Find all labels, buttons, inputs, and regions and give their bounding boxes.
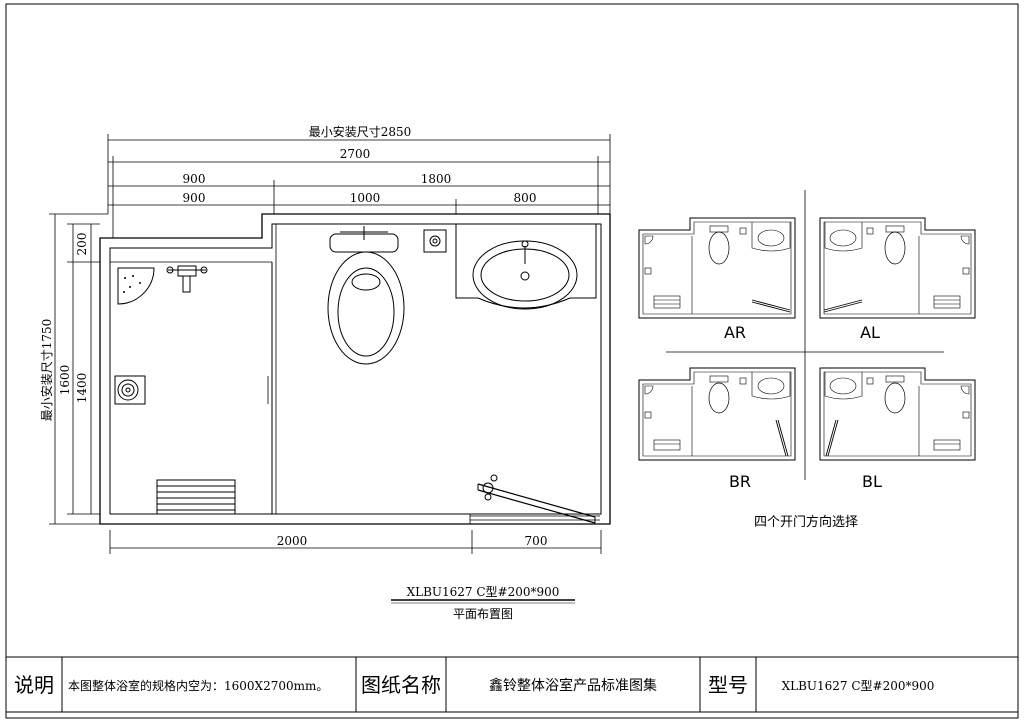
title-block: 说明 本图整体浴室的规格内空为：1600X2700mm。 图纸名称 鑫铃整体浴室… (14, 657, 934, 712)
model-caption: XLBU1627 C型#200*900 (407, 585, 560, 599)
dim-left-1400: 1400 (75, 373, 89, 404)
dim-mid-1000: 1000 (350, 191, 381, 205)
door-icon (469, 474, 600, 524)
dim-bottom-700: 700 (525, 534, 548, 548)
dim-left-200: 200 (75, 233, 89, 256)
dimension-lines-bottom (109, 530, 602, 554)
sheet-border (5, 3, 1019, 719)
option-label-br: BR (729, 472, 751, 491)
model-label: 型号 (708, 673, 748, 697)
dim-left-900-a: 900 (183, 172, 206, 186)
option-ar-plan (638, 217, 796, 319)
basin-icon (455, 224, 597, 310)
option-al-plan (819, 217, 976, 319)
dim-total-width: 2700 (340, 147, 371, 161)
toilet-icon (327, 226, 405, 365)
option-br-plan (638, 367, 796, 461)
dim-min-install-width: 最小安装尺寸2850 (309, 124, 412, 139)
outer-wall (99, 213, 611, 525)
dim-left-900-b: 900 (183, 191, 206, 205)
dim-bottom-2000: 2000 (277, 534, 308, 548)
shower-bench-icon (156, 479, 236, 515)
door-options: AR AL BR BL 四个开门方向选择 (638, 190, 976, 530)
dim-right-800: 800 (514, 191, 537, 205)
dimension-lines-left (49, 213, 108, 525)
option-bl-plan (819, 367, 976, 461)
plan-caption: 平面布置图 (453, 607, 513, 621)
desc-text: 本图整体浴室的规格内空为：1600X2700mm。 (68, 678, 328, 693)
floor-drain-icon (114, 375, 146, 405)
dimension-lines-top (107, 134, 611, 238)
shower-mixer-icon (166, 265, 208, 293)
model-value: XLBU1627 C型#200*900 (782, 679, 935, 693)
dim-right-1800: 1800 (421, 172, 452, 186)
option-label-al: AL (860, 323, 880, 342)
drawing-name-label: 图纸名称 (361, 673, 441, 697)
dim-min-install-height: 最小安装尺寸1750 (39, 319, 54, 422)
inner-wall (109, 223, 602, 515)
drawing-name: 鑫铃整体浴室产品标准图集 (489, 677, 657, 694)
options-caption: 四个开门方向选择 (754, 514, 858, 530)
dim-left-1600: 1600 (58, 365, 72, 396)
option-label-ar: AR (724, 323, 746, 342)
wall-outlet-icon (423, 229, 447, 253)
option-label-bl: BL (862, 472, 882, 491)
desc-label: 说明 (14, 673, 54, 697)
corner-shelf (117, 267, 155, 305)
floor-plan: 最小安装尺寸2850 2700 900 1800 900 1000 800 最小… (39, 124, 611, 621)
